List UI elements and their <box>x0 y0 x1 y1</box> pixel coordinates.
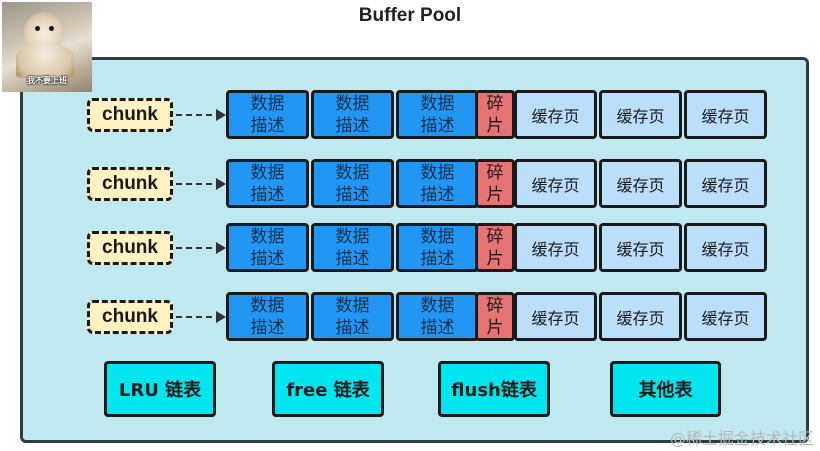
chunk-box: chunk <box>87 300 173 334</box>
data-descriptor-block: 数据描述 <box>396 223 479 272</box>
lru-list-box: LRU 链表 <box>104 361 216 417</box>
data-descriptor-block: 数据描述 <box>226 159 309 208</box>
dog-body <box>16 44 74 78</box>
dog-eye-left <box>35 26 40 31</box>
fragment-block: 碎片 <box>475 223 515 272</box>
cache-page-block: 缓存页 <box>599 223 682 272</box>
cache-page-block: 缓存页 <box>684 90 767 139</box>
cache-page-block: 缓存页 <box>599 159 682 208</box>
data-descriptor-block: 数据描述 <box>396 90 479 139</box>
other-list-box: 其他表 <box>610 361 721 417</box>
data-descriptor-block: 数据描述 <box>311 90 394 139</box>
chunk-row: chunk 数据描述 数据描述 数据描述 碎片 缓存页 缓存页 缓存页 <box>0 292 820 342</box>
dashed-arrow-icon <box>176 109 226 121</box>
cache-page-block: 缓存页 <box>514 90 597 139</box>
cache-page-block: 缓存页 <box>599 292 682 341</box>
cache-page-block: 缓存页 <box>514 292 597 341</box>
dashed-arrow-icon <box>176 311 226 323</box>
fragment-block: 碎片 <box>475 159 515 208</box>
chunk-box: chunk <box>87 98 173 132</box>
data-descriptor-block: 数据描述 <box>396 292 479 341</box>
watermark: @稀土掘金技术社区 <box>669 429 814 448</box>
dashed-arrow-icon <box>176 242 226 254</box>
meme-caption: 我不要上班 <box>27 76 67 85</box>
meme-image: 我不要上班 <box>2 2 92 92</box>
chunk-row: chunk 数据描述 数据描述 数据描述 碎片 缓存页 缓存页 缓存页 <box>0 90 820 140</box>
data-descriptor-block: 数据描述 <box>396 159 479 208</box>
flush-list-box: flush链表 <box>438 361 550 417</box>
free-list-box: free 链表 <box>272 361 384 417</box>
diagram-title: Buffer Pool <box>358 5 462 26</box>
fragment-block: 碎片 <box>475 90 515 139</box>
cache-page-block: 缓存页 <box>599 90 682 139</box>
data-descriptor-block: 数据描述 <box>226 90 309 139</box>
cache-page-block: 缓存页 <box>684 223 767 272</box>
chunk-row: chunk 数据描述 数据描述 数据描述 碎片 缓存页 缓存页 缓存页 <box>0 223 820 273</box>
data-descriptor-block: 数据描述 <box>311 159 394 208</box>
cache-page-block: 缓存页 <box>514 159 597 208</box>
data-descriptor-block: 数据描述 <box>226 223 309 272</box>
cache-page-block: 缓存页 <box>684 159 767 208</box>
chunk-row: chunk 数据描述 数据描述 数据描述 碎片 缓存页 缓存页 缓存页 <box>0 159 820 209</box>
data-descriptor-block: 数据描述 <box>226 292 309 341</box>
cache-page-block: 缓存页 <box>514 223 597 272</box>
data-descriptor-block: 数据描述 <box>311 223 394 272</box>
fragment-block: 碎片 <box>475 292 515 341</box>
cache-page-block: 缓存页 <box>684 292 767 341</box>
chunk-box: chunk <box>87 231 173 265</box>
data-descriptor-block: 数据描述 <box>311 292 394 341</box>
chunk-box: chunk <box>87 167 173 201</box>
dog-eye-right <box>49 26 54 31</box>
dashed-arrow-icon <box>176 178 226 190</box>
dog-head <box>24 12 64 50</box>
